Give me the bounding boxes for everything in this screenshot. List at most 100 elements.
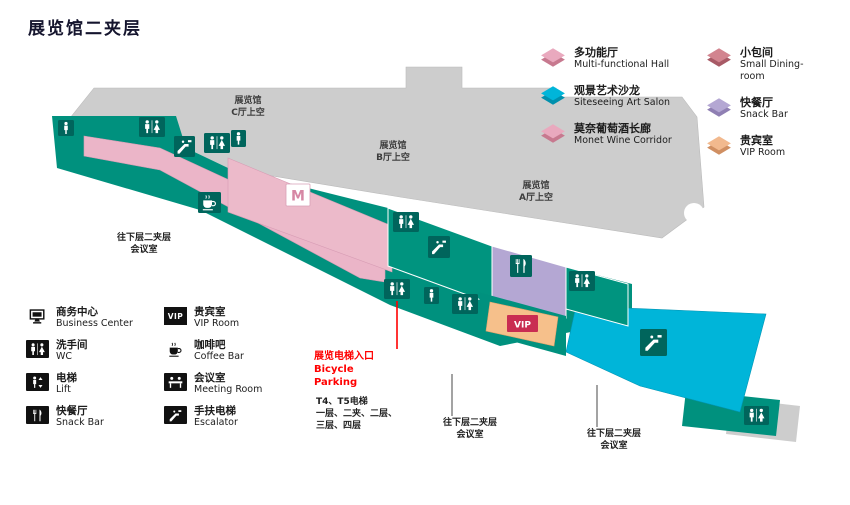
wc-icon [139, 117, 165, 137]
fork-knife-icon [26, 406, 49, 424]
legend-zh: 会议室 [194, 372, 226, 384]
legend-en: VIP Room [740, 147, 786, 158]
annotation-line: 会议室 [130, 245, 158, 255]
legend-item-business-center: 商务中心 Business Center [26, 306, 140, 330]
annotation-down-meeting-right: 往下层二夹层 会议室 [570, 428, 658, 452]
wc-icon [384, 279, 410, 299]
peach-diamond-icon [706, 136, 732, 155]
legend-zh: 贵宾室 [194, 306, 226, 318]
annotation-line: 往下层二夹层 [116, 233, 171, 243]
legend-en: Snack Bar [740, 109, 788, 120]
annotation-line: Bicycle Parking [314, 364, 358, 388]
legend-zh: 快餐厅 [56, 405, 88, 417]
pink-diamond-icon [540, 48, 566, 67]
region-multifunctional-hall [227, 157, 393, 273]
void-label-line: C厅上空 [231, 108, 265, 118]
legend-zh: 贵宾室 [740, 134, 773, 147]
legend-column: 多功能厅 Multi-functional Hall 观景艺术沙龙 Sitese… [540, 46, 690, 159]
legend-en: VIP Room [194, 318, 240, 329]
wc-icon [569, 271, 595, 291]
legend-en: WC [56, 351, 73, 362]
lift-icon [26, 373, 49, 391]
annotation-line: 一层、二夹、二层、 [316, 409, 398, 419]
computer-icon [26, 307, 49, 325]
vip-icon: VIP [164, 307, 187, 325]
legend-column: VIP 贵宾室 VIP Room 咖啡吧 Coffee Bar 会议室 Meet… [164, 306, 278, 429]
legend-item-lift: 电梯 Lift [26, 372, 140, 396]
escalator-icon [174, 136, 195, 157]
page-title: 展览馆二夹层 [28, 19, 142, 39]
void-label-line: 展览馆 [379, 141, 407, 151]
escalator-icon [164, 406, 187, 424]
legend-zh: 观景艺术沙龙 [574, 84, 640, 97]
legend-en: Siteseeing Art Salon [574, 97, 671, 108]
wc-icon [393, 212, 419, 232]
facilities-legend: 商务中心 Business Center 洗手间 WC 电梯 Lift 快餐厅 … [26, 306, 278, 429]
void-label-hall-b: 展览馆 B厅上空 [355, 140, 431, 164]
legend-item-escalator: 手扶电梯 Escalator [164, 405, 278, 429]
rose-diamond-icon [706, 48, 732, 67]
legend-item-vip-room: 贵宾室 VIP Room [706, 134, 828, 159]
annotation-line: 会议室 [456, 430, 484, 440]
legend-en: Small Dining-room [740, 59, 804, 82]
void-label-hall-c: 展览馆 C厅上空 [210, 95, 286, 119]
coffee-icon [198, 192, 221, 213]
legend-zh: 咖啡吧 [194, 339, 226, 351]
legend-zh: 电梯 [56, 372, 77, 384]
legend-item-small-dining-room: 小包间 Small Dining-room [706, 46, 828, 83]
coffee-icon [164, 340, 187, 358]
legend-item-coffee-bar: 咖啡吧 Coffee Bar [164, 339, 278, 363]
annotation-bicycle-parking: 展览电梯入口 Bicycle Parking [314, 350, 400, 389]
annotation-left-meeting: 往下层二夹层 会议室 [100, 232, 188, 256]
lift-icon [231, 130, 246, 147]
vip-room-sign: VIP [507, 315, 538, 332]
legend-zh: 商务中心 [56, 306, 98, 318]
pink-diamond-icon [540, 124, 566, 143]
region-ceiling-void [57, 66, 705, 239]
annotation-line: 展览电梯入口 [314, 351, 374, 362]
legend-column: 小包间 Small Dining-room 快餐厅 Snack Bar 贵宾室 … [706, 46, 828, 159]
annotation-line: T4、T5电梯 [316, 397, 368, 407]
annotation-down-meeting-center: 往下层二夹层 会议室 [426, 417, 514, 441]
annotation-line: 三层、四层 [316, 421, 362, 431]
wc-icon [26, 340, 49, 358]
annotation-line: 往下层二夹层 [442, 418, 497, 428]
void-label-line: B厅上空 [376, 153, 410, 163]
wc-icon [452, 294, 478, 314]
svg-text:M: M [291, 189, 305, 205]
ceiling-notch [684, 203, 704, 223]
legend-item-multifunctional-hall: 多功能厅 Multi-functional Hall [540, 46, 690, 71]
legend-item-snack-bar: 快餐厅 Snack Bar [706, 96, 828, 121]
escalator-icon [640, 329, 667, 356]
legend-en: Meeting Room [194, 384, 263, 395]
room-type-legend: 多功能厅 Multi-functional Hall 观景艺术沙龙 Sitese… [540, 46, 828, 159]
legend-item-wc: 洗手间 WC [26, 339, 140, 363]
legend-zh: 小包间 [740, 46, 773, 59]
void-label-line: 展览馆 [234, 96, 262, 106]
cyan-diamond-icon [540, 86, 566, 105]
svg-text:VIP: VIP [514, 321, 531, 331]
fork-knife-icon [510, 255, 532, 277]
legend-item-snack-bar: 快餐厅 Snack Bar [26, 405, 140, 429]
wc-icon [744, 406, 769, 425]
legend-en: Multi-functional Hall [574, 59, 670, 70]
legend-en: Business Center [56, 318, 133, 329]
legend-zh: 多功能厅 [574, 46, 618, 59]
annotation-elevators: T4、T5电梯 一层、二夹、二层、 三层、四层 [316, 396, 416, 432]
monet-logo: M [285, 183, 311, 207]
legend-zh: 莫奈葡萄酒长廊 [574, 122, 651, 135]
meeting-room-icon [164, 373, 187, 391]
legend-zh: 洗手间 [56, 339, 88, 351]
legend-en: Monet Wine Corridor [574, 135, 672, 146]
region-art-salon [565, 305, 767, 413]
legend-en: Lift [56, 384, 71, 395]
legend-en: Snack Bar [56, 417, 104, 428]
void-label-line: 展览馆 [522, 181, 550, 191]
legend-zh: 快餐厅 [740, 96, 773, 109]
void-label-hall-a: 展览馆 A厅上空 [498, 180, 574, 204]
legend-item-meeting-room: 会议室 Meeting Room [164, 372, 278, 396]
wc-icon [204, 133, 230, 153]
legend-item-art-salon: 观景艺术沙龙 Siteseeing Art Salon [540, 84, 690, 109]
